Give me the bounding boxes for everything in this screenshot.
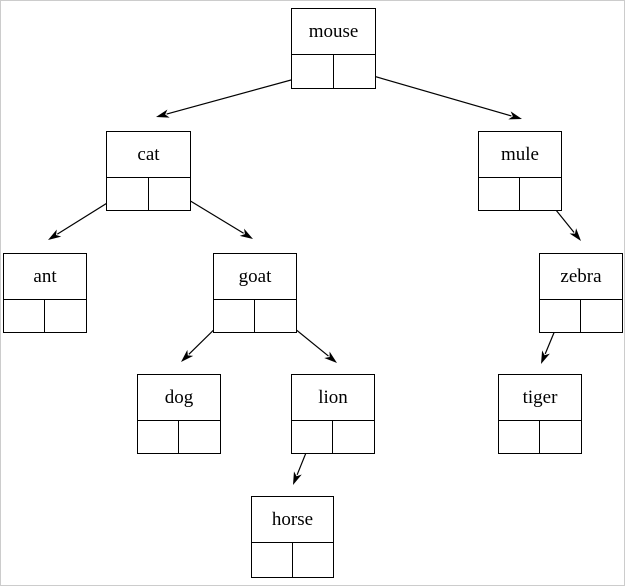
- left-pointer-cell-mule[interactable]: [479, 178, 520, 210]
- left-pointer-cell-cat[interactable]: [107, 178, 149, 210]
- left-pointer-cell-mouse[interactable]: [292, 55, 334, 88]
- left-pointer-cell-tiger[interactable]: [499, 421, 540, 453]
- node-label-tiger: tiger: [499, 375, 581, 421]
- node-pointers-mule: [479, 178, 561, 210]
- left-pointer-cell-zebra[interactable]: [540, 300, 581, 332]
- tree-node-lion[interactable]: lion: [291, 374, 375, 454]
- edge-arrowhead-mouse-cat: [156, 109, 170, 118]
- edge-arrowhead-cat-ant: [48, 229, 62, 240]
- node-label-goat: goat: [214, 254, 296, 300]
- edge-arrowhead-zebra-tiger: [541, 350, 550, 364]
- left-pointer-cell-lion[interactable]: [292, 421, 333, 453]
- node-pointers-horse: [252, 543, 333, 577]
- right-pointer-cell-mouse[interactable]: [334, 55, 376, 88]
- node-label-cat: cat: [107, 132, 190, 178]
- right-pointer-cell-horse[interactable]: [293, 543, 334, 577]
- tree-node-goat[interactable]: goat: [213, 253, 297, 333]
- tree-node-ant[interactable]: ant: [3, 253, 87, 333]
- node-label-ant: ant: [4, 254, 86, 300]
- tree-node-horse[interactable]: horse: [251, 496, 334, 578]
- right-pointer-cell-goat[interactable]: [255, 300, 296, 332]
- node-label-dog: dog: [138, 375, 220, 421]
- right-pointer-cell-mule[interactable]: [520, 178, 561, 210]
- edge-mouse-mule: [355, 70, 522, 120]
- right-pointer-cell-cat[interactable]: [149, 178, 191, 210]
- edge-arrowhead-mouse-mule: [508, 111, 522, 120]
- left-pointer-cell-ant[interactable]: [4, 300, 45, 332]
- left-pointer-cell-horse[interactable]: [252, 543, 293, 577]
- right-pointer-cell-lion[interactable]: [333, 421, 374, 453]
- tree-node-mule[interactable]: mule: [478, 131, 562, 211]
- node-pointers-lion: [292, 421, 374, 453]
- edge-arrowhead-mule-zebra: [569, 228, 581, 241]
- node-label-lion: lion: [292, 375, 374, 421]
- node-pointers-zebra: [540, 300, 622, 332]
- node-label-horse: horse: [252, 497, 333, 543]
- node-pointers-goat: [214, 300, 296, 332]
- node-pointers-cat: [107, 178, 190, 210]
- node-pointers-mouse: [292, 55, 375, 88]
- node-pointers-tiger: [499, 421, 581, 453]
- edge-line-mouse-mule: [355, 70, 512, 117]
- node-label-zebra: zebra: [540, 254, 622, 300]
- tree-node-dog[interactable]: dog: [137, 374, 221, 454]
- node-label-mule: mule: [479, 132, 561, 178]
- edge-mouse-cat: [156, 73, 314, 118]
- node-pointers-dog: [138, 421, 220, 453]
- edge-arrowhead-cat-goat: [239, 228, 253, 239]
- tree-node-zebra[interactable]: zebra: [539, 253, 623, 333]
- left-pointer-cell-dog[interactable]: [138, 421, 179, 453]
- left-pointer-cell-goat[interactable]: [214, 300, 255, 332]
- tree-node-cat[interactable]: cat: [106, 131, 191, 211]
- right-pointer-cell-zebra[interactable]: [581, 300, 622, 332]
- tree-node-tiger[interactable]: tiger: [498, 374, 582, 454]
- edge-arrowhead-lion-horse: [293, 471, 302, 485]
- right-pointer-cell-dog[interactable]: [179, 421, 220, 453]
- edge-arrowhead-goat-lion: [324, 351, 337, 363]
- tree-node-mouse[interactable]: mouse: [291, 8, 376, 89]
- edge-arrowhead-goat-dog: [181, 349, 194, 362]
- node-pointers-ant: [4, 300, 86, 332]
- node-label-mouse: mouse: [292, 9, 375, 55]
- right-pointer-cell-ant[interactable]: [45, 300, 86, 332]
- right-pointer-cell-tiger[interactable]: [540, 421, 581, 453]
